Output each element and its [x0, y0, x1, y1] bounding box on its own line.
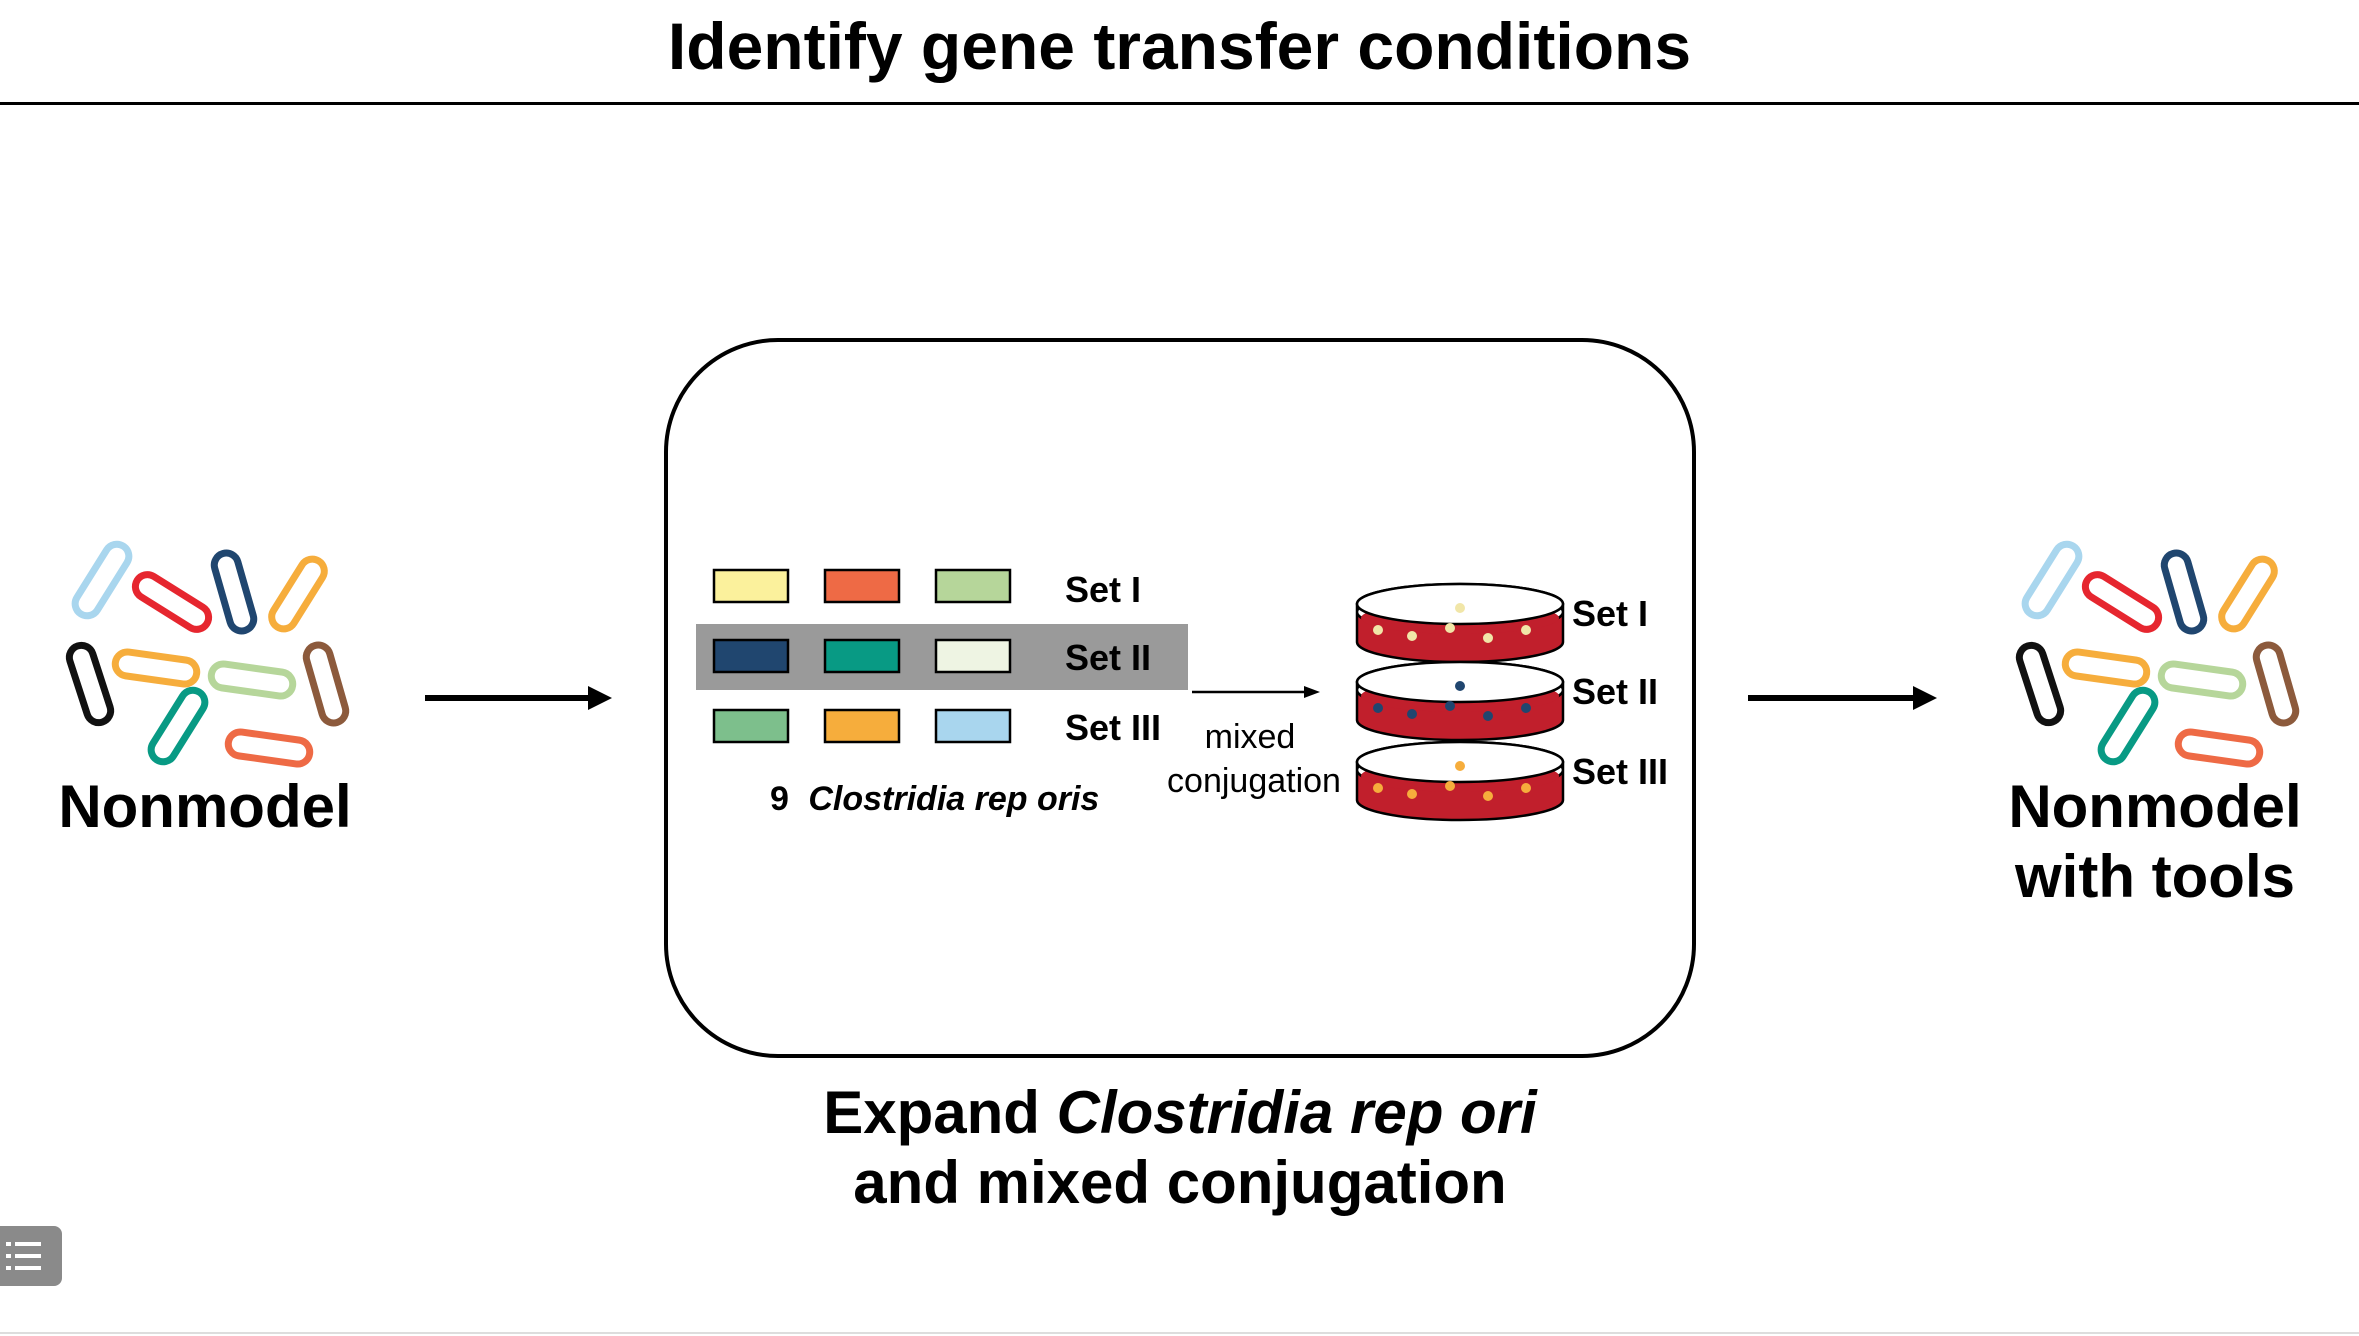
plasmid-swatch [934, 708, 1012, 744]
bacterium-cell [2252, 641, 2300, 727]
bacterium-cell [268, 555, 328, 633]
petri-dish [1355, 582, 1565, 664]
bacterium-cell [210, 549, 258, 635]
bacterium-cell [2021, 540, 2083, 620]
nonmodel-with-tools-line2: with tools [2015, 843, 2295, 910]
oris-count: 9 [770, 780, 789, 818]
plasmid-swatch [934, 568, 1012, 604]
petri-dish [1355, 740, 1565, 822]
plasmid-swatch [712, 708, 790, 744]
list-icon [6, 1242, 41, 1270]
plate-label-3: Set III [1572, 751, 1668, 792]
toc-button[interactable] [0, 1226, 62, 1286]
plasmid-swatch [934, 638, 1012, 674]
plasmid-swatch [823, 568, 901, 604]
set-label-1: Set I [1065, 569, 1141, 610]
oris-caption: 9 Clostridia rep oris [770, 780, 1099, 818]
bacterium-cell [224, 728, 314, 768]
nonmodel-with-tools-label: Nonmodel with tools [1970, 772, 2340, 912]
oris-label: Clostridia rep oris [808, 780, 1099, 818]
bacterium-cell [2015, 641, 2065, 727]
arrow-into-box [425, 686, 612, 710]
plate-label-2: Set II [1572, 671, 1658, 712]
process-caption-line1: Expand Clostridia rep ori [600, 1078, 1760, 1148]
bacterium-cell [302, 641, 350, 727]
bacterium-cell [65, 641, 115, 727]
process-box [664, 338, 1696, 1058]
arrow-label-mixed: mixed [1205, 718, 1296, 756]
bacteria-cluster-nonmodel [65, 540, 350, 768]
plasmid-swatch [712, 638, 790, 674]
bacterium-cell [147, 686, 209, 766]
set-label-2: Set II [1065, 637, 1151, 678]
bacterium-cell [207, 660, 297, 700]
process-caption-line2: and mixed conjugation [853, 1149, 1507, 1216]
petri-dish [1355, 660, 1565, 742]
plasmid-swatch [712, 568, 790, 604]
caption-italic: Clostridia rep ori [1056, 1079, 1537, 1146]
bacterium-cell [2081, 571, 2163, 633]
bacterium-cell [2061, 648, 2151, 688]
bacterium-cell [2174, 728, 2264, 768]
petri-dish-stack [1355, 582, 1565, 822]
bacterium-cell [2160, 549, 2208, 635]
plasmid-swatch-grid [712, 568, 1012, 744]
mixed-conjugation-arrow [1192, 686, 1320, 698]
bacterium-cell [2218, 555, 2278, 633]
bacterium-cell [2097, 686, 2159, 766]
bottom-border [0, 1332, 2359, 1334]
nonmodel-label: Nonmodel [58, 773, 352, 840]
page-title: Identify gene transfer conditions [667, 9, 1692, 83]
process-caption: Expand Clostridia rep ori and mixed conj… [600, 1078, 1760, 1218]
title-divider [0, 102, 2359, 105]
plate-label-1: Set I [1572, 593, 1648, 634]
bacterium-cell [2157, 660, 2247, 700]
arrow-out-of-box [1748, 686, 1937, 710]
bacterium-cell [111, 648, 201, 688]
nonmodel-with-tools-line1: Nonmodel [2008, 773, 2302, 840]
set-label-3: Set III [1065, 707, 1161, 748]
bacterium-cell [131, 571, 213, 633]
plasmid-swatch [823, 638, 901, 674]
bacteria-cluster-with-tools [2015, 540, 2300, 768]
arrow-label-conjugation: conjugation [1167, 762, 1341, 800]
plasmid-swatch [823, 708, 901, 744]
caption-prefix: Expand [823, 1079, 1057, 1146]
bacterium-cell [71, 540, 133, 620]
